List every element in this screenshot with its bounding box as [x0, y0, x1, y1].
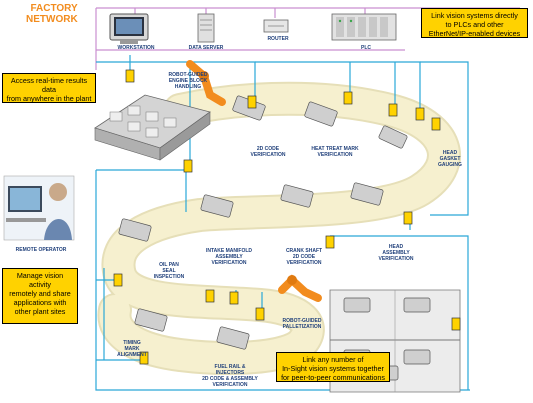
station-head-gasket-label: HEAD GASKET GAUGING [438, 150, 462, 168]
station-robot-engine-label: ROBOT-GUIDED ENGINE BLOCK HANDLING [168, 72, 208, 90]
station-timing-label: TIMING MARK ALIGNMENT [117, 340, 147, 358]
callout-plc-link: Link vision systems directly to PLCs and… [421, 8, 528, 38]
diagram-title: FACTORY NETWORK [26, 3, 78, 25]
remote-operator-figure [3, 175, 75, 241]
callout-peer-to-peer: Link any number of In-Sight vision syste… [276, 352, 390, 382]
callout-remote-manage: Manage vision activity remotely and shar… [2, 268, 78, 324]
callout-realtime-data: Access real-time results data from anywh… [2, 73, 96, 103]
router-label: ROUTER [267, 36, 289, 42]
plc-label: PLC [361, 45, 371, 51]
workstation-label: WORKSTATION [117, 45, 155, 51]
data-server-label: DATA SERVER [188, 45, 224, 51]
remote-operator-label: REMOTE OPERATOR [15, 247, 67, 253]
station-robot-pallet-label: ROBOT-GUIDED PALLETIZATION [282, 318, 322, 330]
router-icon [263, 19, 289, 33]
station-head-assembly-label: HEAD ASSEMBLY VERIFICATION [378, 244, 414, 262]
station-crank-label: CRANK SHAFT 2D CODE VERIFICATION [285, 248, 323, 266]
plc-icon [331, 13, 397, 41]
engine-icons [118, 95, 431, 381]
station-heat-treat-label: HEAT TREAT MARK VERIFICATION [311, 146, 359, 158]
station-2d-code-label: 2D CODE VERIFICATION [250, 146, 286, 158]
engine-block-pallet [94, 94, 211, 161]
robot-arm-pallet [278, 274, 322, 302]
robot-arm-engine [186, 60, 226, 106]
conveyor-track [97, 81, 461, 375]
workstation-icon [109, 13, 149, 44]
data-server-icon [197, 13, 215, 43]
station-intake-label: INTAKE MANIFOLD ASSEMBLY VERIFICATION [205, 248, 252, 266]
vision-camera-icons [113, 69, 461, 365]
station-oil-pan-label: OIL PAN SEAL INSPECTION [153, 262, 185, 280]
station-fuel-rail-label: FUEL RAIL & INJECTORS 2D CODE & ASSEMBLY… [202, 364, 258, 388]
